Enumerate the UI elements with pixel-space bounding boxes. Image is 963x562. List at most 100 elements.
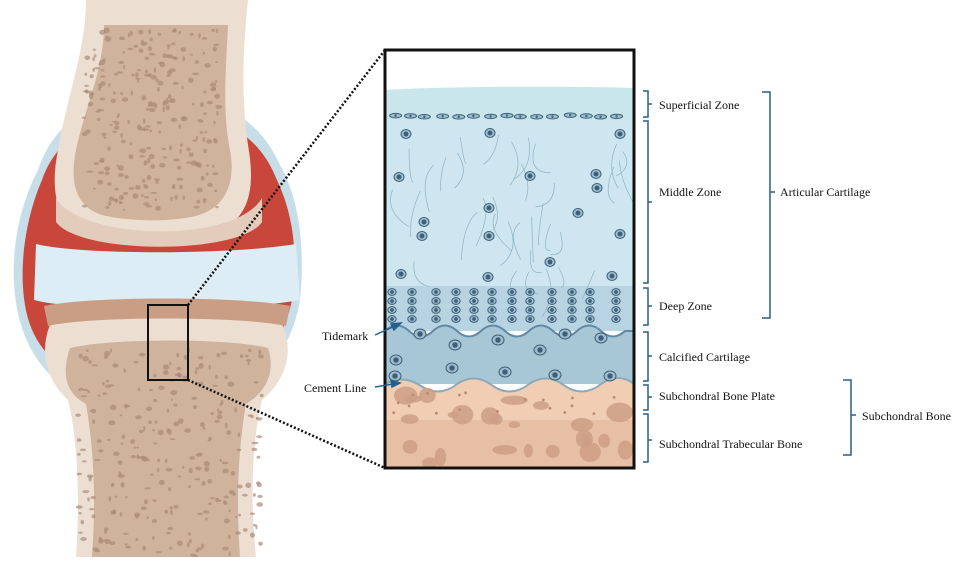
bone-pore [149,108,155,113]
bone-pore [99,60,105,65]
bone-pore [106,380,110,383]
bone-pore [147,516,149,519]
middle-chondrocyte-nucleus [487,234,492,239]
bone-pore [80,449,86,452]
bone-pore [141,194,144,197]
deep-chondrocyte-nucleus [588,299,592,303]
superficial-chondrocyte-nucleus [394,114,396,116]
bone-pore [167,100,173,102]
bone-pore [87,497,90,501]
bone-pore [173,421,179,426]
bone-pore [84,85,89,87]
bone-pore [143,184,147,186]
bone-pore [142,95,147,100]
bone-pore [201,481,205,485]
marrow-space [509,421,520,428]
bone-pore [203,149,207,154]
marrow-space [606,403,633,423]
bone-pore [169,362,172,366]
label-subchondral-bone: Subchondral Bone [862,409,951,423]
calcified-chondrocyte-nucleus [393,357,399,363]
bone-pore [110,405,117,410]
bone-pore [212,172,219,175]
bone-pore [77,438,82,442]
bone-pore [115,123,120,126]
middle-chondrocyte-nucleus [618,232,623,237]
bone-pore [86,171,93,173]
bone-pore [179,185,183,189]
bone-pore [175,195,178,200]
bone-pore [203,510,209,513]
bone-pore [203,91,206,94]
bone-pore [82,356,89,362]
bone-pore [162,148,166,150]
bone-pore [191,397,197,400]
bone-pore [213,139,217,144]
bone-pore [204,63,211,68]
osteocyte [613,396,616,399]
bone-pore [105,206,109,209]
bone-pore [113,452,120,456]
deep-chondrocyte-nucleus [588,290,592,294]
middle-chondrocyte-nucleus [576,211,581,216]
bone-pore [155,551,162,553]
deep-chondrocyte-nucleus [390,308,394,312]
bone-pore [215,420,220,423]
bone-pore [135,538,138,541]
superficial-chondrocyte-nucleus [489,115,491,117]
bone-pore [163,370,169,375]
bone-pore [168,487,171,491]
bone-pore [204,131,206,134]
bone-pore [139,353,146,357]
bone-pore [148,101,152,106]
bone-pore [75,414,81,417]
bone-pore [197,547,203,550]
bone-pore [248,349,252,352]
bone-pore [179,124,181,129]
bone-pore [191,152,193,157]
bone-pore [190,54,193,56]
bone-pore [137,124,141,129]
bone-pore [157,458,160,462]
bone-pore [171,42,175,45]
bone-pore [130,142,132,146]
bone-pore [125,546,131,549]
bone-pore [203,427,206,430]
bone-pore [199,363,204,369]
superficial-chondrocyte-nucleus [615,115,617,117]
bone-pore [114,73,118,76]
middle-chondrocyte-nucleus [610,274,615,279]
trabecular-bone-bracket [643,414,652,462]
bone-pore [170,438,175,440]
superficial-chondrocyte-nucleus [551,115,553,117]
deep-chondrocyte-nucleus [410,299,414,303]
bone-pore [182,86,184,90]
bone-pore [167,75,171,78]
marrow-space [403,440,418,454]
bone-pore [169,547,172,550]
bone-pore [109,196,114,201]
bone-pore [178,372,181,377]
bone-pore [256,435,262,438]
bone-pore [146,205,153,207]
deep-chondrocyte-nucleus [390,317,394,321]
middle-chondrocyte-nucleus [548,260,553,265]
bone-pore [121,482,125,487]
bone-pore [127,120,129,124]
label-tidemark: Tidemark [322,329,368,343]
bone-pore [207,479,212,484]
bone-pore [166,532,171,535]
label-cement-line: Cement Line [304,381,366,395]
bone-pore [147,158,150,164]
bone-pore [156,206,161,211]
bone-pore [85,56,91,61]
bone-pore [253,524,256,527]
superficial-chondrocyte-nucleus [423,116,425,118]
label-superficial-zone: Superficial Zone [659,98,739,112]
bone-pore [226,430,231,435]
bone-pore [236,449,241,451]
deep-chondrocyte-nucleus [434,308,438,312]
bone-pore [189,456,195,460]
bone-pore [154,68,157,73]
bone-pore [110,348,112,353]
